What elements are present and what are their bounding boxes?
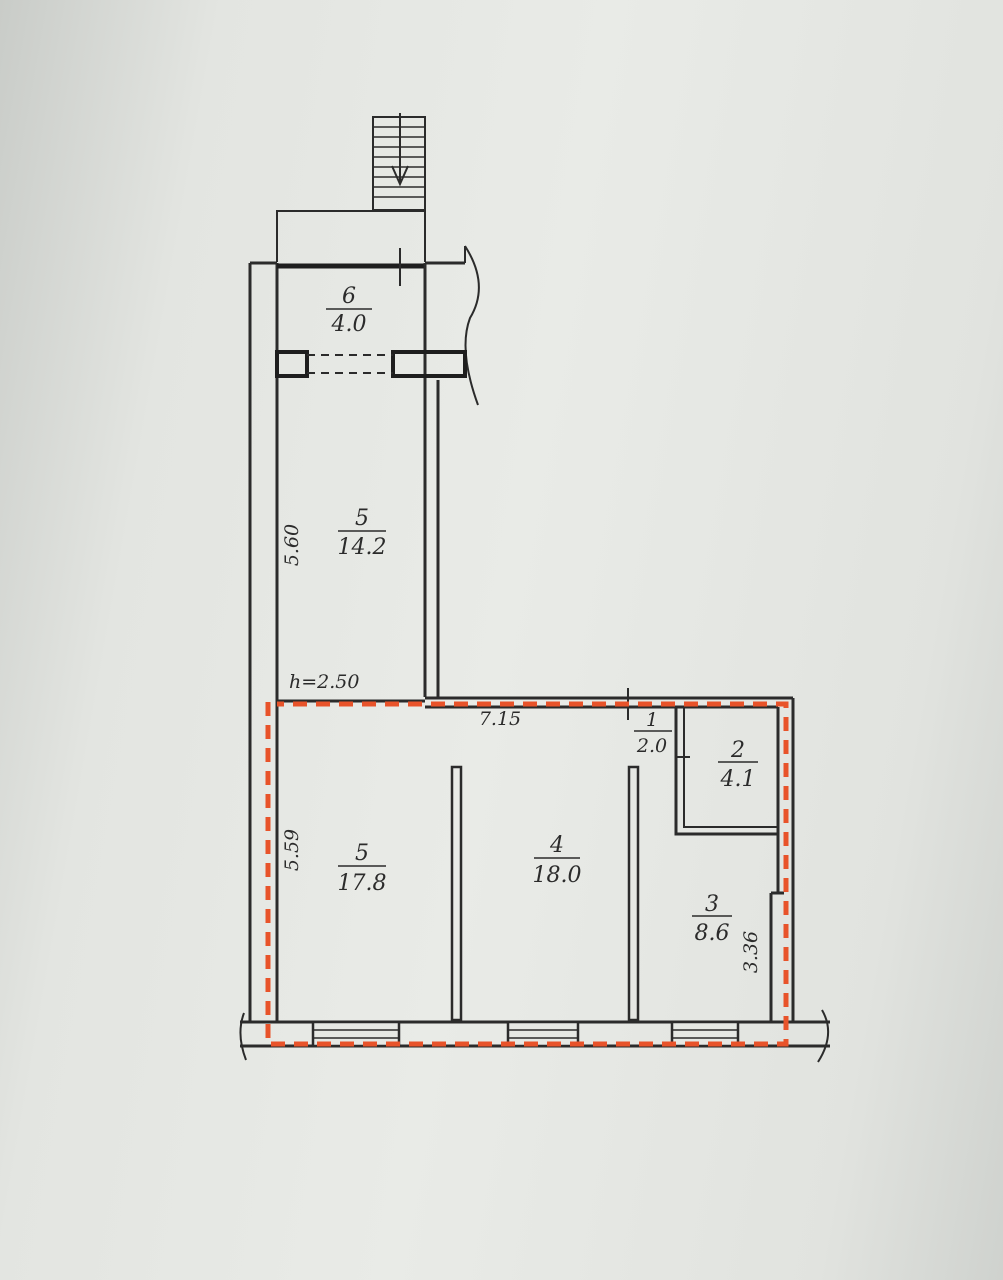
room-5-lower-label: 5 17.8 [338,841,387,896]
room-number: 6 [342,284,356,309]
room-area: 8.6 [695,921,730,946]
room-area: 4.0 [331,312,367,337]
room-area: 17.8 [338,871,387,896]
dimension-upper-height: 5.60 [281,524,303,566]
room-4-label: 4 18.0 [533,833,582,888]
selected-area-boundary [265,701,789,1047]
room-area: 4.1 [720,767,756,792]
room-number: 5 [355,506,369,531]
dimension-lower-height: 5.59 [281,829,303,871]
room-6-label: 6 4.0 [326,284,372,337]
lower-walls [277,688,795,1024]
room-area: 2.0 [636,735,667,757]
room-number: 2 [730,738,745,763]
room-number: 4 [549,833,564,858]
bottom-wall [239,1009,830,1063]
stair-down-arrow-icon [372,113,426,211]
room-1-label: 1 2.0 [634,709,672,757]
room-area: 18.0 [533,863,582,888]
window-right [670,1020,740,1048]
room-5-upper-label: 5 14.2 [338,506,387,560]
room-3-label: 3 8.6 [692,892,732,946]
dimension-room3-depth: 3.36 [740,931,762,973]
room-number: 5 [355,841,369,866]
dimension-width: 7.15 [479,708,521,730]
landing-outline [276,210,426,262]
room-number: 3 [705,892,719,917]
upper-walls [248,245,480,1022]
room-area: 14.2 [338,535,387,560]
room-number: 1 [646,709,658,731]
partition-room6 [275,350,467,378]
ceiling-height: h=2.50 [289,671,359,693]
window-middle [506,1020,580,1048]
room-2-label: 2 4.1 [718,738,758,792]
